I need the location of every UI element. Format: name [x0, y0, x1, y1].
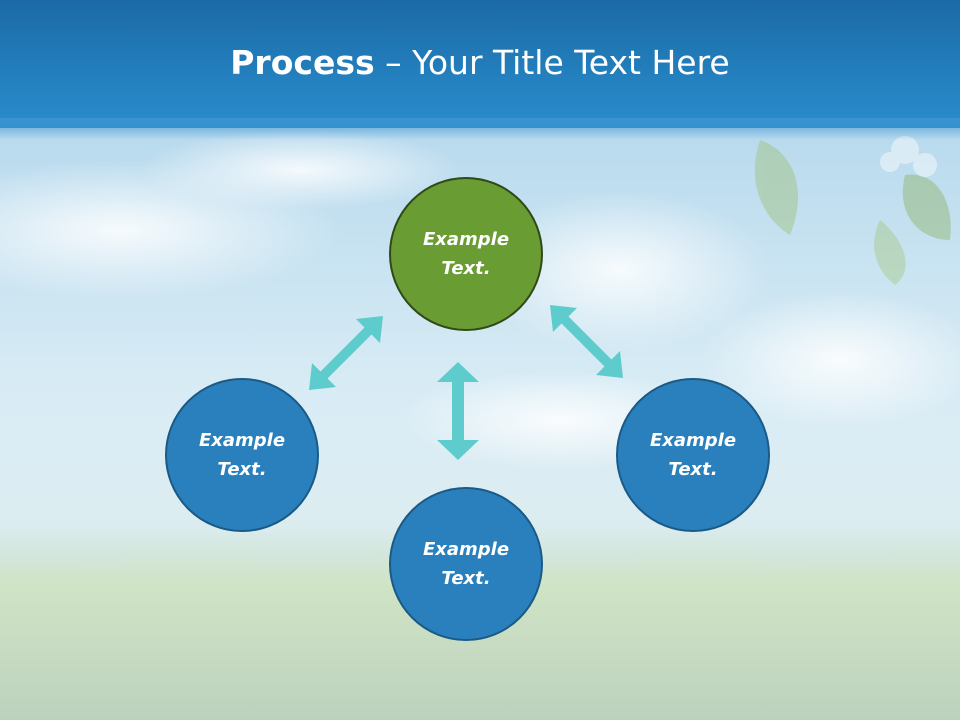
- title-bold-text: Process: [230, 42, 375, 82]
- title-bar: Process – Your Title Text Here: [0, 0, 960, 128]
- double-arrow-right-top: [550, 305, 623, 378]
- cloud: [140, 130, 460, 210]
- process-node-bottom: Example Text.: [389, 487, 543, 641]
- process-node-top: Example Text.: [389, 177, 543, 331]
- leaves-decoration: [754, 136, 951, 285]
- node-text-line2: Text.: [668, 459, 718, 480]
- slide-title: Process – Your Title Text Here: [230, 43, 729, 82]
- node-text-line1: Example: [422, 229, 510, 250]
- double-arrow-vertical: [437, 362, 479, 460]
- title-rest-text: – Your Title Text Here: [374, 42, 730, 82]
- node-text-line1: Example: [422, 539, 510, 560]
- node-text-line2: Text.: [217, 459, 267, 480]
- node-text-line2: Text.: [441, 258, 491, 279]
- node-text-line1: Example: [649, 430, 737, 451]
- node-text-line1: Example: [198, 430, 286, 451]
- process-node-right: Example Text.: [616, 378, 770, 532]
- title-bar-glow: [0, 118, 960, 140]
- cloud: [470, 190, 770, 350]
- cloud: [700, 290, 960, 430]
- process-node-left: Example Text.: [165, 378, 319, 532]
- node-text-line2: Text.: [441, 568, 491, 589]
- double-arrow-left-top: [309, 316, 383, 390]
